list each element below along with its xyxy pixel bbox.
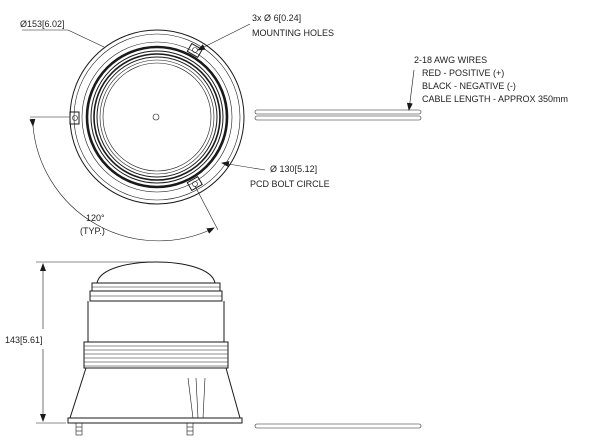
wires-line-2: RED - POSITIVE (+) — [422, 68, 504, 78]
pcd-bolt-circle-line — [81, 41, 233, 193]
wire-cable-top — [254, 69, 422, 121]
wires-line-3: BLACK - NEGATIVE (-) — [422, 81, 516, 91]
side-view: 143[5.61] — [5, 261, 243, 436]
pcd-label: PCD BOLT CIRCLE — [250, 179, 330, 189]
flared-base — [69, 367, 241, 419]
top-view: Ø153[6.02] 3x Ø 6[0.24] MOUNTING HOLES Ø… — [20, 13, 334, 242]
base-inner-rim — [73, 33, 241, 201]
mounting-holes-dimension: 3x Ø 6[0.24] — [252, 13, 301, 23]
lens-ring-2 — [90, 50, 224, 184]
outer-diameter-leader — [67, 29, 105, 48]
stud-left — [75, 422, 83, 436]
wires-line-1: 2-18 AWG WIRES — [414, 55, 487, 65]
mounting-holes-leader — [197, 23, 251, 51]
center-mark — [152, 113, 160, 121]
stud-right — [186, 422, 194, 436]
height-dimension: 143[5.61] — [5, 335, 43, 345]
lens-body — [87, 301, 225, 343]
angle-note: (TYP.) — [80, 226, 105, 236]
angle-value: 120° — [86, 213, 105, 223]
lens-ring-5 — [99, 59, 215, 175]
lens-ring-3 — [93, 53, 221, 181]
wire-cable-bottom — [254, 423, 422, 429]
pcd-dimension: Ø 130[5.12] — [270, 164, 317, 174]
dome-top — [96, 261, 216, 284]
pcd-leader — [221, 161, 266, 171]
ribbed-collar — [83, 341, 229, 369]
angle-arc — [29, 118, 215, 242]
mounting-hole-left — [69, 111, 80, 125]
mounting-holes-label: MOUNTING HOLES — [252, 28, 334, 38]
wires-leader — [406, 69, 415, 111]
lens-ring-4 — [96, 56, 218, 178]
outer-base-circle — [69, 29, 245, 205]
outer-diameter-label: Ø153[6.02] — [20, 19, 65, 29]
lens-outer-ring — [85, 45, 229, 189]
wires-note: 2-18 AWG WIRES RED - POSITIVE (+) BLACK … — [414, 55, 568, 104]
base-plate — [67, 417, 243, 424]
wires-line-4: CABLE LENGTH - APPROX 350mm — [422, 94, 568, 104]
dome-circle — [102, 62, 212, 172]
